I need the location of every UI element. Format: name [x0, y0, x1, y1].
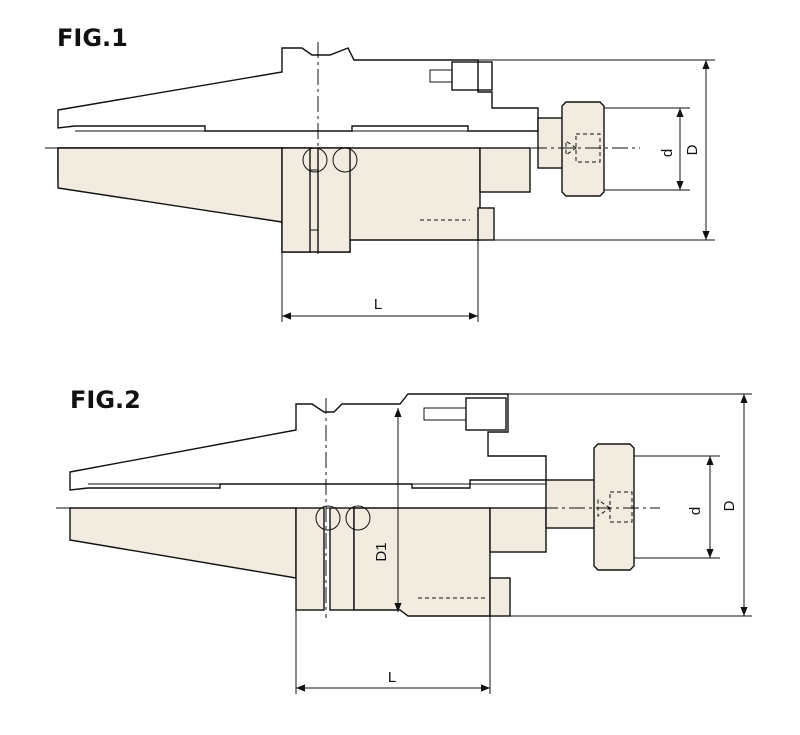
figure-1-dimensions: L d D [281, 59, 715, 322]
figure-1-taper-cone [57, 147, 283, 223]
figure-1-outer-label: D [684, 144, 701, 155]
figure-2-screw-socket [609, 491, 633, 523]
figure-1-sectioned-half [57, 47, 539, 132]
figure-2-body-label: D1 [373, 542, 390, 561]
figure-1-holder-drawing [45, 42, 640, 258]
figure-2-flange-rim [329, 507, 355, 611]
figure-2-arbor [545, 479, 597, 529]
figure-1-drive-key [477, 207, 495, 241]
figure-2-key-slot-left [315, 505, 341, 531]
figure-1-flange [281, 147, 311, 253]
figure-2-bore-label: d [687, 507, 704, 515]
figure-2-key-slot-right [345, 505, 371, 531]
figure-2-set-screw-shank [423, 407, 467, 421]
figure-1-title: FIG.1 [57, 24, 128, 52]
figure-2-outer-label: D [721, 500, 738, 511]
figure-1-set-screw [451, 61, 493, 91]
figure-2: FIG.2 L [56, 386, 752, 694]
figure-1-screw-head [561, 101, 605, 197]
figure-1-bore-label: d [659, 149, 676, 157]
figure-2-screw-head [593, 443, 635, 571]
figure-2-set-screw [465, 397, 507, 431]
figure-2-taper-cone [69, 507, 297, 579]
figure-2-sectioned-half [69, 393, 547, 491]
figure-2-title: FIG.2 [70, 386, 141, 414]
figure-1-set-screw-shank [429, 69, 453, 83]
figure-1: FIG.1 [45, 24, 715, 322]
figure-1-nose [479, 147, 531, 193]
figure-2-nose [489, 507, 547, 553]
figure-2-holder-drawing [56, 393, 660, 618]
figure-1-length-label: L [374, 296, 382, 313]
figure-2-dimensions: L D1 d D [295, 393, 752, 694]
figure-2-length-label: L [388, 669, 396, 686]
figure-2-drive-key [489, 577, 511, 617]
figure-2-flange [295, 507, 325, 611]
